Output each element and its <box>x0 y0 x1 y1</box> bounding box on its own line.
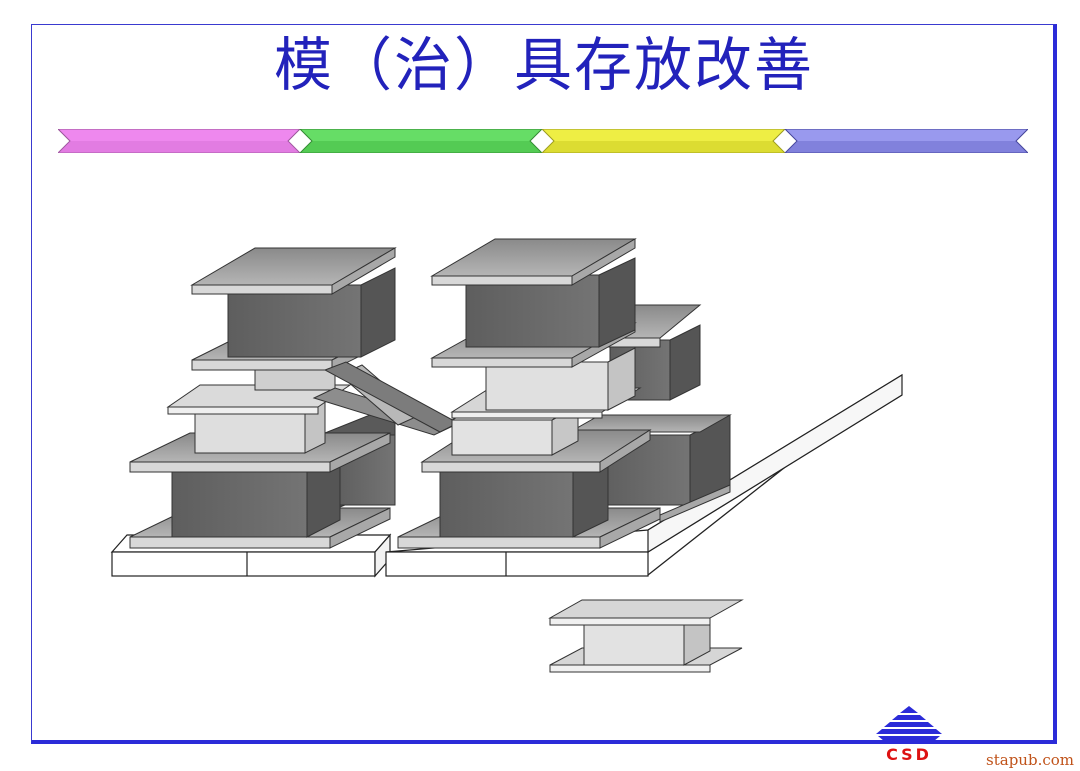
stripe-segment-blue <box>784 129 1028 153</box>
mold-block <box>465 257 636 348</box>
loose-mold <box>548 599 744 673</box>
mold-block <box>485 347 636 411</box>
mold-plate <box>568 414 732 523</box>
watermark: stapub.com <box>986 751 1074 769</box>
logo-text: CSD <box>886 745 932 764</box>
page-title: 模（治）具存放改善 <box>273 31 814 99</box>
tilted-mold <box>312 361 460 436</box>
color-stripe-bar <box>58 129 1028 153</box>
stripe-segment-green <box>299 129 543 153</box>
mold-block <box>227 267 396 358</box>
mold-plate <box>430 238 637 286</box>
mold-plate <box>190 247 397 295</box>
mold-storage-illustration <box>110 238 903 673</box>
logo-pyramid-icon <box>876 706 942 741</box>
stripe-segment-pink <box>58 129 301 153</box>
pallet-right <box>385 373 903 577</box>
csd-logo <box>876 706 942 741</box>
stripe-segment-yellow <box>541 129 786 153</box>
